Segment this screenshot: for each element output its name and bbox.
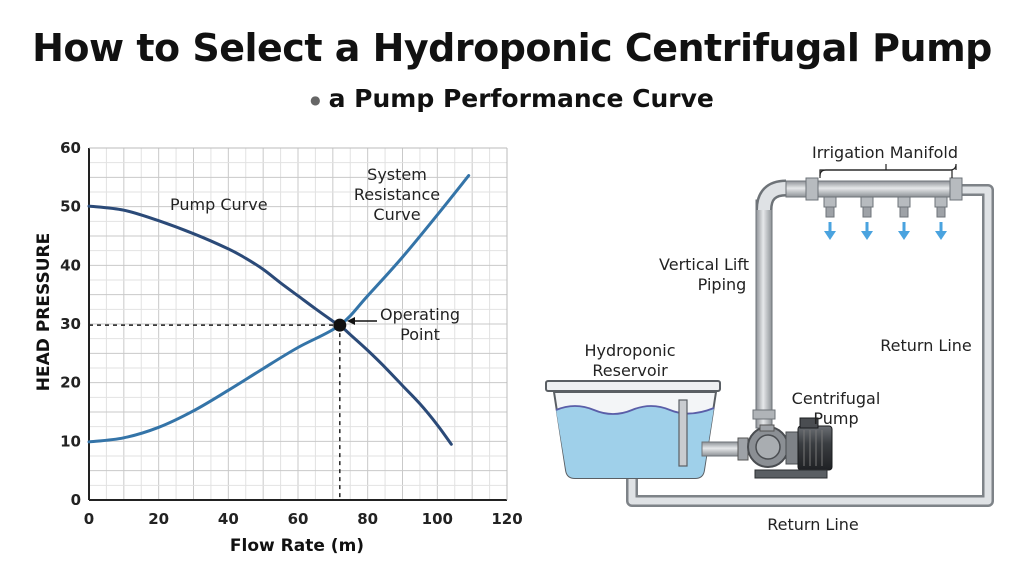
vertical-lift-pipe — [752, 179, 787, 429]
chart-ticks: 0 20 40 60 80 100 120 0 10 20 30 40 50 60 — [60, 139, 523, 528]
x-tick-label: 60 — [288, 510, 309, 528]
x-tick-label: 40 — [218, 510, 239, 528]
water-fill — [556, 406, 714, 478]
hydroponic-system-diagram: Irrigation Manifold Vertical Lift Piping… — [545, 143, 994, 534]
y-tick-label: 20 — [60, 374, 81, 392]
pump-curve-label: Pump Curve — [170, 195, 268, 214]
pump-label-1: Centrifugal — [792, 389, 881, 408]
operating-point-arrow-icon — [347, 317, 355, 325]
system-curve-label-3: Curve — [373, 205, 420, 224]
subtitle: ● a Pump Performance Curve — [0, 84, 1024, 113]
x-tick-label: 0 — [84, 510, 94, 528]
hydroponic-reservoir — [545, 380, 749, 479]
emitter-group — [823, 196, 948, 240]
operating-point-marker — [333, 318, 347, 332]
y-axis-label: HEAD PRESSURE — [34, 233, 54, 391]
emitter — [860, 196, 874, 240]
centrifugal-pump — [737, 417, 833, 479]
page-title: How to Select a Hydroponic Centrifugal P… — [32, 26, 992, 70]
pump-curve-line — [87, 204, 453, 446]
return-line-label-bottom: Return Line — [767, 515, 859, 534]
irrigation-manifold — [785, 163, 963, 240]
chart-grid — [88, 147, 508, 501]
chart-series — [87, 174, 471, 446]
y-tick-label: 10 — [60, 432, 81, 450]
emitter — [897, 196, 911, 240]
pump-performance-chart: 0 20 40 60 80 100 120 0 10 20 30 40 50 60 Flow Rate (… — [34, 139, 523, 556]
system-curve-label-2: Resistance — [354, 185, 440, 204]
x-axis-label: Flow Rate (m) — [230, 536, 364, 556]
y-tick-label: 40 — [60, 256, 81, 274]
reservoir-label-2: Reservoir — [592, 361, 668, 380]
vertical-lift-label-2: Piping — [698, 275, 747, 294]
manifold-label: Irrigation Manifold — [812, 143, 958, 162]
subtitle-text: a Pump Performance Curve — [328, 84, 714, 113]
return-line-label-right: Return Line — [880, 336, 972, 355]
emitter — [823, 196, 837, 240]
system-resistance-curve-line — [87, 174, 471, 444]
x-tick-label: 100 — [422, 510, 453, 528]
x-tick-label: 120 — [491, 510, 522, 528]
operating-point-label-2: Point — [400, 325, 440, 344]
suction-pipe — [678, 399, 688, 467]
system-curve-label-1: System — [367, 165, 427, 184]
return-line-pipe — [626, 184, 994, 507]
bullet-icon: ● — [310, 93, 321, 107]
reservoir-label-1: Hydroponic — [585, 341, 676, 360]
operating-point-label-1: Operating — [380, 305, 460, 324]
y-tick-label: 30 — [60, 315, 81, 333]
emitter — [934, 196, 948, 240]
y-tick-label: 50 — [60, 198, 81, 216]
operating-point-group — [89, 318, 347, 500]
y-tick-label: 0 — [71, 491, 81, 509]
y-tick-label: 60 — [60, 139, 81, 157]
x-tick-label: 20 — [148, 510, 169, 528]
vertical-lift-label-1: Vertical Lift — [659, 255, 749, 274]
pump-label-2: Pump — [813, 409, 858, 428]
x-tick-label: 80 — [357, 510, 378, 528]
